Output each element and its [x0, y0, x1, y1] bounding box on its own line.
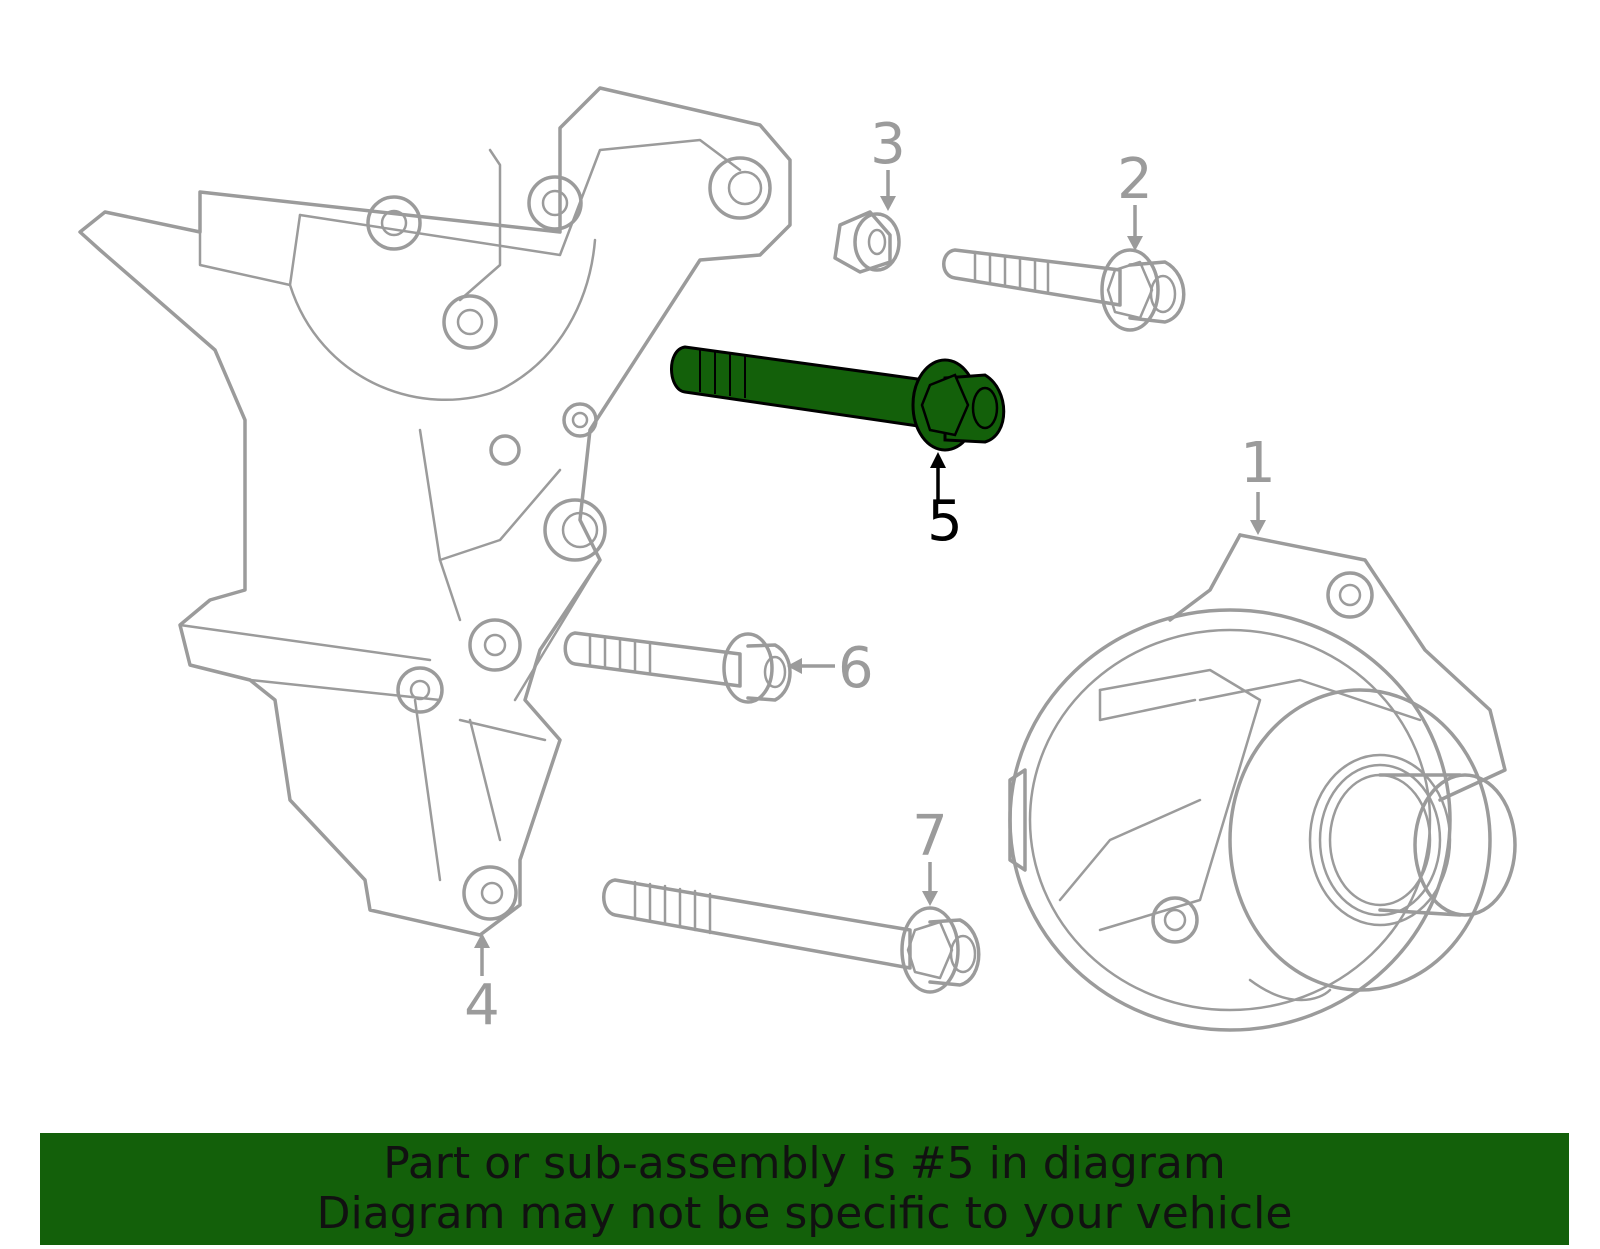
bolt-part-6[interactable]: [563, 631, 792, 704]
callout-1: 1: [1240, 431, 1276, 496]
callout-5-leader: [930, 452, 946, 500]
bolt-part-5-highlighted[interactable]: [670, 345, 1006, 452]
bushing-part-3[interactable]: [833, 210, 901, 274]
bolt-part-7[interactable]: [602, 878, 981, 994]
callout-3-leader: [880, 170, 896, 211]
callout-1-leader: [1250, 492, 1266, 535]
banner-line-2: Diagram may not be specific to your vehi…: [316, 1188, 1293, 1239]
banner-line-1: Part or sub-assembly is #5 in diagram: [383, 1138, 1226, 1189]
callout-2-leader: [1127, 205, 1143, 251]
info-banner: Part or sub-assembly is #5 in diagram Di…: [40, 1133, 1569, 1245]
callout-4-leader: [474, 933, 490, 976]
alternator-part-1[interactable]: [1008, 533, 1517, 1032]
callout-4: 4: [464, 973, 500, 1038]
bolt-part-2[interactable]: [942, 248, 1186, 332]
callout-6: 6: [838, 636, 874, 701]
callout-6-leader: [787, 658, 835, 674]
callout-7: 7: [912, 804, 948, 869]
callout-2: 2: [1117, 147, 1153, 212]
callout-7-leader: [922, 862, 938, 906]
callout-5: 5: [927, 489, 963, 554]
callout-3: 3: [870, 112, 906, 177]
mounting-bracket-part-4[interactable]: [78, 86, 792, 937]
